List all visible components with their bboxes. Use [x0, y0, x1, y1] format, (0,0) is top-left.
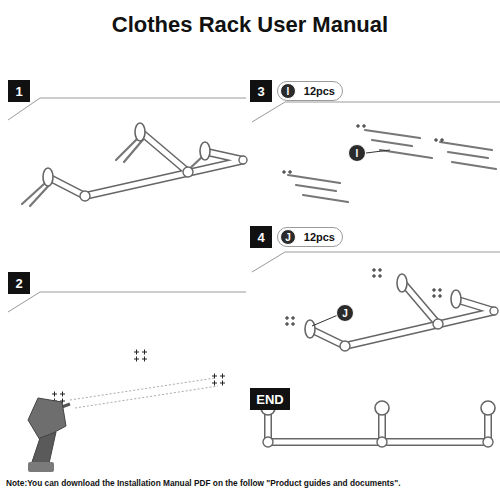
part-callout: J — [336, 304, 354, 322]
page-title: Clothes Rack User Manual — [0, 12, 500, 38]
step-number: 4 — [257, 230, 264, 245]
wall-flange — [375, 401, 389, 415]
drill-mark — [134, 350, 147, 362]
part-callout: J — [280, 229, 296, 245]
pipe — [268, 412, 488, 442]
note-text: Note:You can download the Installation M… — [6, 478, 498, 488]
pipe-elbow — [239, 156, 247, 164]
wall-anchor — [365, 130, 432, 158]
leader-line — [366, 150, 390, 153]
pipe-tee — [433, 319, 443, 329]
pipe — [312, 284, 496, 346]
part-callout: I — [280, 83, 296, 99]
pipe — [50, 133, 245, 196]
wall-anchor — [440, 142, 496, 169]
quantity-badge: 12pcs I — [277, 81, 343, 101]
screw-mark — [432, 288, 442, 298]
screw-mark — [372, 268, 382, 278]
wall-flange — [397, 274, 407, 292]
callout-circle — [337, 305, 354, 322]
quantity-badge: 12pcs J — [277, 227, 343, 247]
step-number: 1 — [8, 80, 30, 102]
callout-letter: I — [287, 86, 290, 97]
drill-body — [28, 398, 66, 440]
drill-mark — [282, 124, 444, 174]
drill-guide — [70, 378, 218, 408]
step-number: 3 — [257, 84, 264, 99]
step-number: END — [250, 388, 290, 410]
quantity-text: 12pcs — [304, 231, 335, 243]
badge-outline — [278, 228, 343, 247]
wall-flange — [135, 123, 145, 141]
wall-edge — [252, 252, 500, 272]
wall-flange — [43, 168, 53, 186]
wall-flange — [305, 320, 315, 338]
step-number: 2 — [15, 276, 22, 291]
step-number: 4 — [250, 226, 272, 248]
step-number: 1 — [15, 84, 22, 99]
wall-anchor — [288, 175, 348, 202]
badge-outline — [278, 82, 343, 101]
pipe — [50, 133, 245, 196]
wall-flange — [200, 142, 210, 160]
callout-letter: J — [342, 308, 348, 319]
pipe-elbow — [490, 307, 498, 315]
callout-circle — [281, 84, 296, 99]
callout-circle — [349, 145, 366, 162]
step-number: END — [256, 392, 283, 407]
pipe-elbow — [263, 437, 273, 447]
pipe — [312, 284, 496, 346]
wall-edge — [252, 102, 500, 122]
step-number: 2 — [8, 272, 30, 294]
callout-letter: I — [356, 148, 359, 159]
wall-flange — [451, 290, 461, 308]
quantity-text: 12pcs — [304, 85, 335, 97]
pipe-tee — [377, 437, 387, 447]
pipe-elbow — [483, 437, 493, 447]
wall-edge — [8, 98, 246, 120]
callout-circle — [281, 230, 296, 245]
screw-mark — [285, 316, 295, 326]
drill-battery — [28, 462, 54, 472]
pipe-tee — [183, 167, 193, 177]
pipe — [268, 412, 488, 442]
drill-mark — [212, 374, 225, 386]
callout-letter: J — [285, 232, 291, 243]
wall-flange — [481, 401, 495, 415]
wall-edge — [8, 292, 246, 312]
pipe-elbow — [340, 341, 350, 351]
step-number: 3 — [250, 80, 272, 102]
pipe-elbow — [80, 191, 90, 201]
part-callout: I — [348, 144, 366, 162]
